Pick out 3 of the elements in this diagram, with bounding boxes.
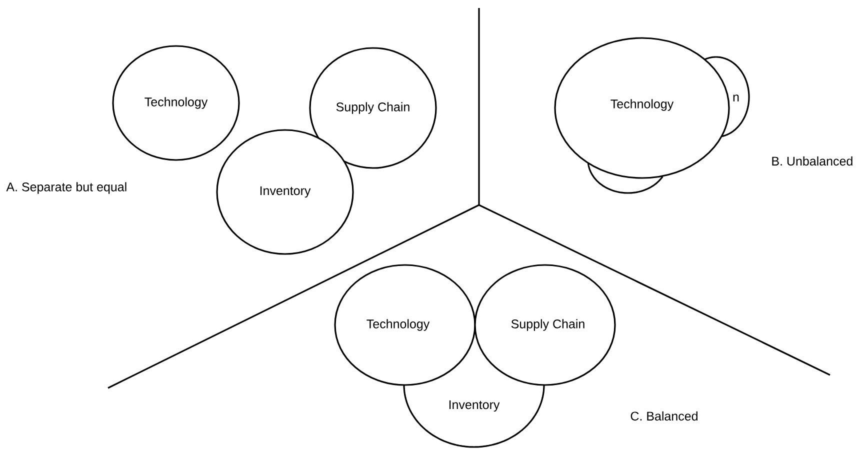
panel-label: B. Unbalanced	[772, 156, 852, 166]
panel-label: A. Separate but equal	[6, 182, 126, 194]
panel-label: C. Balanced	[630, 411, 698, 421]
